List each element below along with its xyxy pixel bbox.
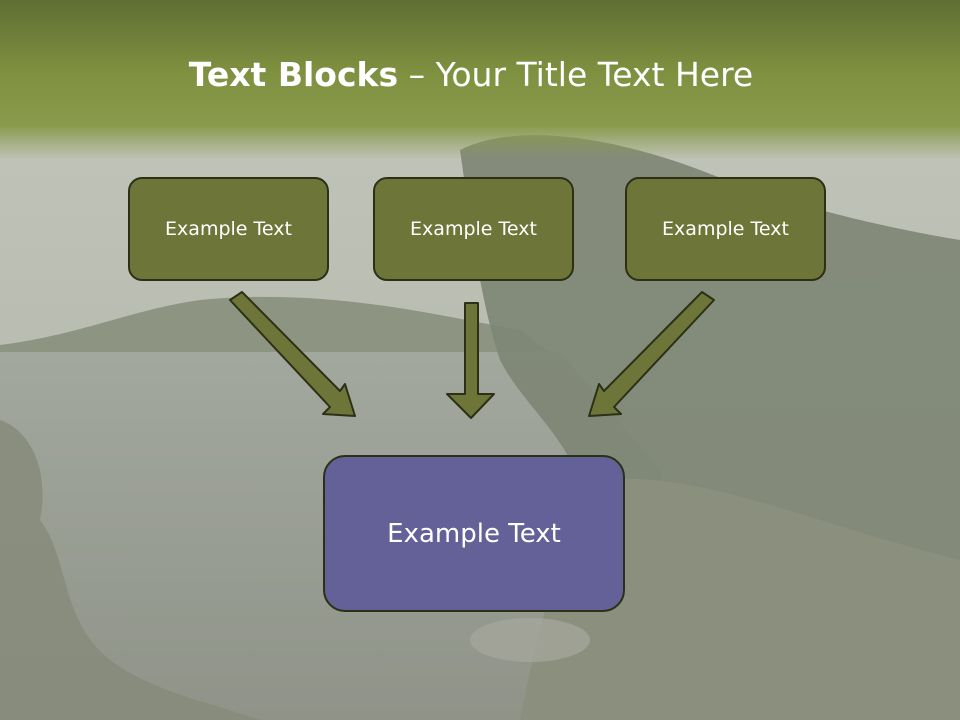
text-block-3-label: Example Text	[662, 218, 789, 240]
text-block-1: Example Text	[128, 177, 329, 281]
slide-title-bold: Text Blocks	[188, 55, 399, 94]
arrow-right	[588, 291, 715, 417]
text-block-2: Example Text	[373, 177, 574, 281]
text-block-1-label: Example Text	[165, 218, 292, 240]
arrow-center	[446, 302, 495, 419]
arrow-left	[229, 291, 356, 417]
slide-title: Text Blocks – Your Title Text Here	[0, 52, 942, 98]
text-block-result-label: Example Text	[387, 518, 561, 549]
text-block-3: Example Text	[625, 177, 826, 281]
text-block-2-label: Example Text	[410, 218, 537, 240]
header-band	[0, 0, 960, 160]
slide-title-rest: – Your Title Text Here	[398, 55, 754, 94]
text-block-result: Example Text	[323, 455, 625, 612]
